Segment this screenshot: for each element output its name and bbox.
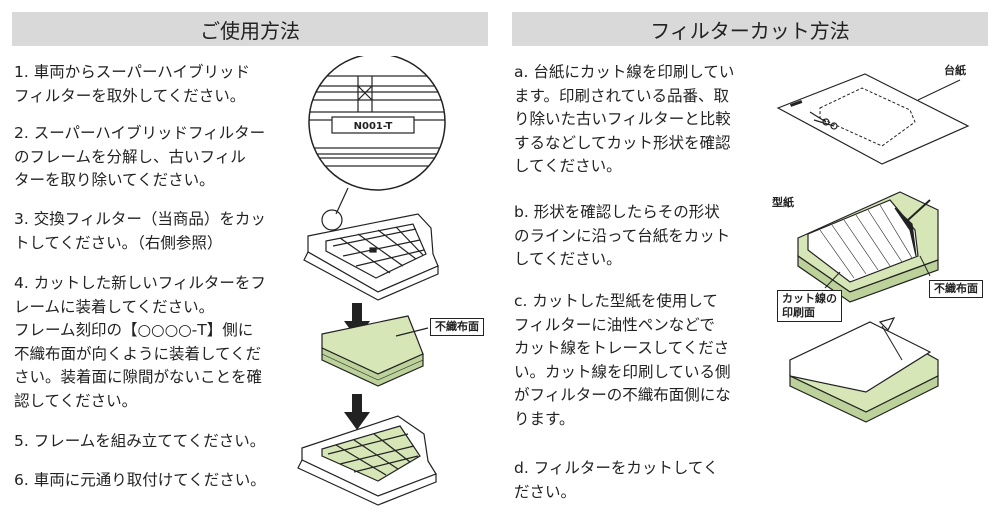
usage-step-4-line: 不織布面が向くように装着してくだ [14, 344, 262, 363]
filter-assembly-illustration: N001-T [297, 56, 446, 506]
usage-step-3-line: 3. 交換フィルター（当商品）をカッ [14, 210, 266, 228]
replacement-filter [321, 315, 429, 387]
cut-filter [789, 317, 939, 423]
cut-step-c-line: カット線をトレースしてくださ [514, 339, 730, 357]
mount-sheet-label: 台紙 [944, 64, 966, 77]
template-label: 型紙 [772, 196, 794, 209]
usage-step-1-line: フィルターを取外してください。 [14, 86, 246, 105]
frame-magnifier: N001-T [308, 56, 446, 231]
cut-step-c-line: フィルターに油性ペンなどで [514, 315, 715, 334]
usage-step-4-line: 認してください。 [14, 391, 138, 410]
right-section-title: フィルターカット方法 [512, 12, 988, 46]
cut-step-a-line: り除いた古いフィルターと比較 [514, 110, 731, 128]
cut-step-b-line: のラインに沿って台紙をカット [514, 226, 731, 245]
cut-step-c: c. カットした型紙を使用して フィルターに油性ペンなどで カット線をトレースし… [514, 290, 731, 431]
template-sheet [776, 73, 970, 165]
usage-step-1: 1. 車両からスーパーハイブリッド フィルターを取外してください。 [14, 61, 250, 108]
cut-step-d-line: d. フィルターをカットしてく [514, 459, 719, 477]
usage-step-3: 3. 交換フィルター（当商品）をカッ トしてください。（右側参照） [14, 208, 266, 255]
cut-line-print-face-label: カット線の 印刷面 [777, 290, 842, 322]
usage-step-2-line: ターを取り除いてください。 [14, 171, 215, 189]
usage-step-4-line: レームに装着してください。 [14, 297, 215, 316]
cut-step-d: d. フィルターをカットしてく ださい。 [514, 457, 718, 504]
cut-line-label-line: 印刷面 [782, 306, 815, 319]
usage-step-4-line: 4. カットした新しいフィルターをフ [14, 274, 266, 292]
cut-line-label-line: カット線の [782, 292, 837, 305]
cut-step-a-line: してください。 [514, 157, 622, 175]
usage-step-2: 2. スーパーハイブリッドフィルター のフレームを分解し、古いフィル ターを取り… [14, 122, 265, 193]
usage-step-1-line: 1. 車両からスーパーハイブリッド [14, 63, 250, 81]
cut-step-c-line: ります。 [514, 409, 575, 428]
usage-step-2-line: のフレームを分解し、古いフィル [14, 147, 246, 166]
template-on-filter [797, 191, 939, 303]
cut-step-b-line: b. 形状を確認したらその形状 [514, 203, 720, 221]
usage-step-4-line: さい。装着面に隙間がないことを確 [14, 368, 263, 386]
cut-step-c-line: c. カットした型紙を使用して [514, 292, 718, 310]
usage-step-3-line: トしてください。（右側参照） [14, 233, 223, 252]
filter-nonwoven-label: 不織布面 [929, 280, 983, 298]
cut-step-c-line: い。カット線を印刷している側 [514, 362, 731, 381]
usage-step-4: 4. カットした新しいフィルターをフ レームに装着してください。 フレーム刻印の… [14, 272, 266, 413]
cut-step-a-line: するなどしてカット形状を確認 [514, 133, 731, 152]
frame-code: N001-T [354, 121, 393, 132]
left-section-title: ご使用方法 [12, 12, 488, 46]
cut-step-a-line: ます。印刷されている品番、取 [514, 86, 729, 105]
cut-step-d-line: ださい。 [514, 482, 577, 501]
cut-step-b-line: してください。 [514, 250, 622, 268]
usage-step-2-line: 2. スーパーハイブリッドフィルター [14, 124, 266, 142]
usage-step-6: 6. 車両に元通り取付けてください。 [14, 469, 266, 493]
usage-step-6-line: 6. 車両に元通り取付けてください。 [14, 471, 266, 489]
usage-step-4-line: フレーム刻印の【○○○○-T】側に [14, 321, 254, 339]
usage-step-5-line: 5. フレームを組み立ててください。 [14, 432, 266, 450]
cut-step-a-line: a. 台紙にカット線を印刷してい [514, 63, 735, 81]
arrow-down-icon [344, 394, 370, 430]
cut-method-illustration [776, 73, 970, 423]
cut-step-a: a. 台紙にカット線を印刷してい ます。印刷されている品番、取 り除いた古いフィ… [514, 61, 734, 179]
scissors-icon [809, 111, 838, 130]
filter-frame-top [303, 213, 439, 301]
cut-step-c-line: がフィルターの不織布面側にな [514, 386, 731, 404]
cut-step-b: b. 形状を確認したらその形状 のラインに沿って台紙をカット してください。 [514, 201, 730, 272]
filter-frame-bottom [297, 415, 437, 506]
nonwoven-face-label: 不織布面 [430, 318, 484, 336]
usage-step-5: 5. フレームを組み立ててください。 [14, 430, 265, 454]
